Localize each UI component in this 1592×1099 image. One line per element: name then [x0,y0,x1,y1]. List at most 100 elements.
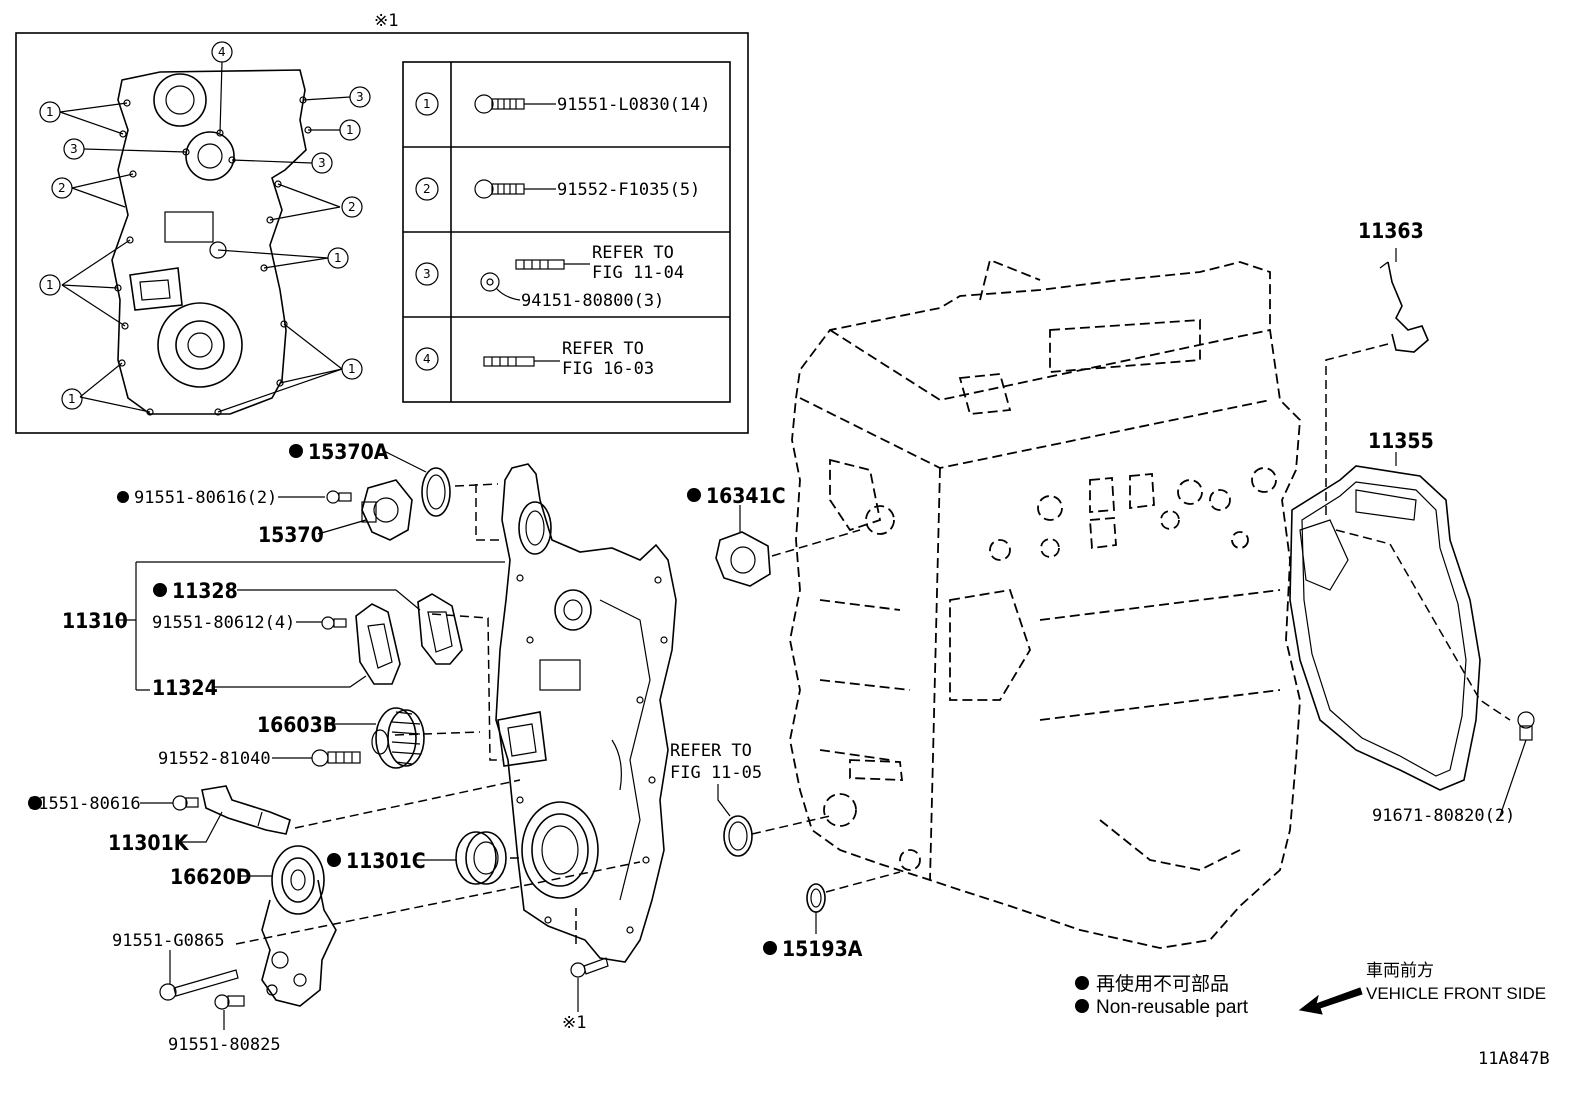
svg-text:3: 3 [356,90,364,104]
callout-circle: 1 [341,358,363,380]
label-15193A: 15193A [782,937,863,961]
svg-text:2: 2 [58,181,66,195]
callout-circle: 1 [339,119,361,141]
non-reusable-dot [763,941,777,955]
callout-circle: 1 [327,247,349,269]
inset-frame [15,32,749,434]
table-part-number: 91551-L0830(14) [557,95,711,115]
label-11310: 11310 [62,609,128,633]
figure-id: 11A847B [1478,1049,1550,1069]
bolt-91671-80820 [1499,711,1535,817]
bolt-91551-G0865 [159,969,239,1001]
nut-icon [480,272,500,292]
non-reusable-dot [117,491,129,503]
bolt-91551-80825 [214,994,245,1010]
svg-text:1: 1 [334,251,342,265]
label-refer-11-05-line1: REFER TO [670,741,752,761]
callout-circle: 2 [341,196,363,218]
svg-text:1: 1 [46,105,54,119]
label-refer-11-05-line2: FIG 11-05 [670,763,762,783]
non-reusable-dot [289,444,303,458]
bolt-91551-80612-4 [321,616,347,630]
label-11324: 11324 [152,676,218,700]
gasket-11355 [1289,465,1511,791]
label-11355: 11355 [1368,429,1434,453]
svg-text:3: 3 [318,156,326,170]
label-91551-80825: 91551-80825 [168,1035,281,1055]
label-91551-80616-2: 91551-80616(2) [134,488,277,508]
stud-icon [483,356,535,367]
leader-lines [118,450,1397,1030]
label-91551-80616: 91551-80616 [28,794,141,814]
label-15370: 15370 [258,523,324,547]
legend-non-reusable-jp: 再使用不可部品 [1096,973,1229,995]
bolt-91551-80616 [172,795,199,811]
non-reusable-dot [28,796,42,810]
refer-text: REFER TO [562,339,644,359]
label-11363: 11363 [1358,219,1424,243]
svg-text:3: 3 [423,267,431,281]
bolt-icon [474,94,525,114]
arrow-left-icon [1298,987,1363,1015]
idler-pulley-16603B [371,707,425,769]
callout-circle: 1 [61,388,83,410]
label-11328: 11328 [172,579,238,603]
inset-marker: ※1 [374,11,398,31]
svg-text:4: 4 [423,352,431,366]
bolt-star1 [570,957,609,978]
callout-circle: 3 [63,138,85,160]
svg-text:2: 2 [348,200,356,214]
gasket-11328 [417,593,463,665]
refer-text: REFER TO [592,243,674,263]
table-row: 1 91551-L0830(14) [415,92,711,116]
table-part-number: 94151-80800(3) [521,291,664,311]
refer-text: FIG 16-03 [562,359,654,379]
refer-text: FIG 11-04 [592,263,684,283]
callout-circle: 3 [349,86,371,108]
svg-text:2: 2 [423,182,431,196]
non-reusable-dot [1075,999,1089,1013]
label-91552-81040: 91552-81040 [158,749,271,769]
inset-panel: ※1 [15,11,749,434]
label-11301C: 11301C [346,849,426,873]
legend-non-reusable-en: Non-reusable part [1096,997,1249,1018]
svg-text:3: 3 [70,142,78,156]
timing-chain-cover [235,463,677,963]
table-row: 2 91552-F1035(5) [415,177,700,201]
legend: 再使用不可部品 Non-reusable part 車両前方 VEHICLE F… [1075,961,1546,1018]
inset-timing-cover [111,69,312,416]
label-star1: ※1 [562,1013,586,1033]
sensor-11363 [1325,248,1429,520]
oil-seal-11301C [455,831,507,885]
bolt-91552-81040 [311,749,361,767]
callout-circle: 3 [311,152,333,174]
non-reusable-dot [687,488,701,502]
non-reusable-dot [153,583,167,597]
non-reusable-dot [1075,976,1089,990]
label-91551-G0865: 91551-G0865 [112,931,225,951]
gasket-11324 [355,603,401,685]
svg-text:1: 1 [423,97,431,111]
label-15370A: 15370A [308,440,389,464]
bolt-91551-80616-2 [326,490,352,504]
inset-key-table: 1 91551-L0830(14) 2 91552- [402,61,731,403]
callout-circle: 2 [51,177,73,199]
label-16341C: 16341C [706,484,786,508]
stud-icon [515,259,565,270]
non-reusable-dot [327,853,341,867]
bolt-icon [474,179,525,199]
label-11301K: 11301K [108,831,190,855]
water-pump-15370 [361,479,413,541]
svg-text:4: 4 [218,45,226,59]
table-row: 3 REFER TO FIG 11-04 94151-80800(3) [415,243,684,311]
callout-circle: 4 [211,41,233,63]
label-91551-80612-4: 91551-80612(4) [152,613,295,633]
legend-direction-en: VEHICLE FRONT SIDE [1366,984,1546,1003]
label-91671-80820-2: 91671-80820(2) [1372,806,1515,826]
svg-text:1: 1 [348,362,356,376]
engine-block [789,258,1301,949]
legend-direction-jp: 車両前方 [1366,961,1434,980]
label-16603B: 16603B [257,713,337,737]
svg-text:1: 1 [46,278,54,292]
